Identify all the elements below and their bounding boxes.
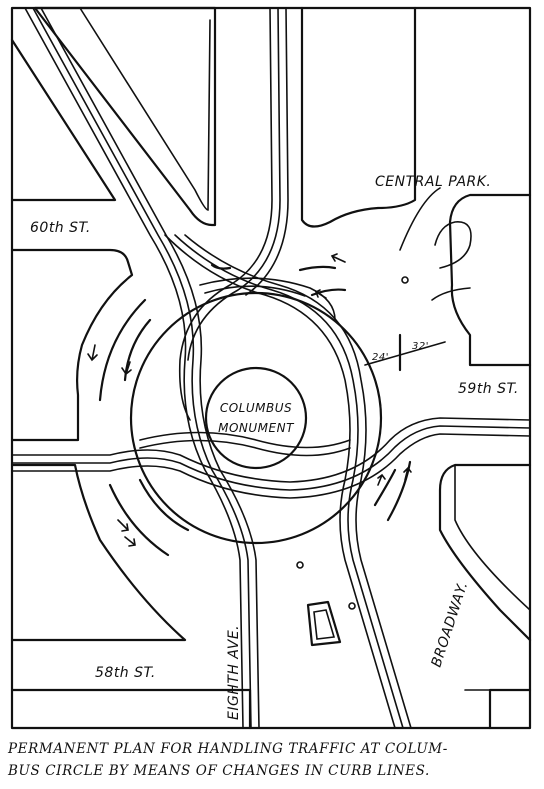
track-eighth-ave-a	[24, 7, 244, 729]
arrow-bottom-left	[117, 519, 129, 532]
figure-caption: PERMANENT PLAN FOR HANDLING TRAFFIC AT C…	[8, 738, 538, 782]
label-60th-st: 60th ST.	[30, 220, 91, 236]
track-59th-lower-b	[139, 439, 351, 457]
track-broadway-b	[187, 7, 281, 361]
block-bottom-left-centre	[10, 688, 252, 730]
lane-top-small	[210, 263, 232, 270]
block-left-middle	[10, 248, 134, 442]
track-eighth-ave-b	[32, 7, 252, 729]
block-top-left-wedge-inner	[79, 7, 211, 211]
arrow-top-right-2	[314, 289, 327, 299]
columbus-monument	[204, 366, 308, 470]
track-eighth-ave-c	[40, 7, 260, 729]
arrow-right-up	[377, 473, 386, 486]
arrow-right-up-2	[403, 466, 412, 481]
label-dim-24: 24'	[372, 352, 389, 363]
central-park-leader	[399, 187, 441, 251]
track-loop-a	[164, 234, 396, 729]
block-right-lower	[438, 463, 532, 642]
track-upper-loop-a	[199, 277, 336, 321]
track-59th-c	[11, 433, 531, 499]
label-58th-st: 58th ST.	[95, 665, 156, 681]
track-broadway-c	[245, 7, 289, 296]
lane-bottom-left-inner	[138, 478, 190, 532]
park-entry-curve-2	[431, 287, 471, 301]
lamp-post-eighth	[296, 561, 304, 569]
label-central-park: CENTRAL PARK.	[375, 174, 491, 190]
lane-top-right-inner	[310, 288, 347, 297]
arrow-top-right	[330, 253, 346, 263]
park-entry-curve	[434, 221, 472, 269]
lamp-post-broadway	[348, 602, 356, 610]
block-central-park-right	[448, 193, 532, 367]
lane-right-lower-outer	[373, 468, 397, 507]
arrow-left-inner-down	[121, 361, 132, 376]
track-59th-b	[11, 425, 531, 491]
arrow-left-down	[87, 344, 98, 362]
track-loop-b	[174, 234, 404, 729]
traffic-island-inner	[313, 609, 336, 640]
label-59th-st: 59th ST.	[458, 381, 519, 397]
lane-bottom-left-outer	[108, 483, 170, 557]
block-top-right	[300, 6, 417, 228]
dimension-line	[364, 341, 446, 366]
block-top-left-wedge	[33, 6, 217, 227]
map-frame	[10, 6, 532, 730]
arrow-bottom-left-2	[124, 536, 136, 547]
block-right-lower-inner	[454, 464, 531, 611]
lane-right-lower-inner	[386, 460, 412, 522]
lamp-post-park	[401, 276, 409, 284]
block-bottom-left	[10, 463, 187, 642]
block-top-left	[10, 38, 117, 202]
caption-line-2: BUS CIRCLE BY MEANS OF CHANGES IN CURB L…	[8, 763, 430, 779]
track-upper-loop-b	[204, 285, 306, 297]
block-bottom-right	[488, 688, 532, 730]
label-eighth-ave: EIGHTH AVE.	[226, 625, 242, 720]
label-monument-line1: COLUMBUS	[220, 401, 292, 415]
label-broadway: BROADWAY.	[429, 580, 472, 670]
label-dim-32: 32'	[412, 341, 429, 352]
track-broadway-a	[178, 7, 273, 421]
label-monument-line2: MONUMENT	[218, 421, 295, 435]
track-59th-a	[11, 417, 531, 483]
caption-line-1: PERMANENT PLAN FOR HANDLING TRAFFIC AT C…	[8, 741, 448, 757]
lane-top-right-outer	[298, 265, 337, 272]
traffic-island	[306, 600, 342, 647]
lane-left-outer	[98, 298, 147, 402]
track-loop-c	[184, 234, 412, 729]
track-59th-lower-a	[139, 431, 351, 449]
